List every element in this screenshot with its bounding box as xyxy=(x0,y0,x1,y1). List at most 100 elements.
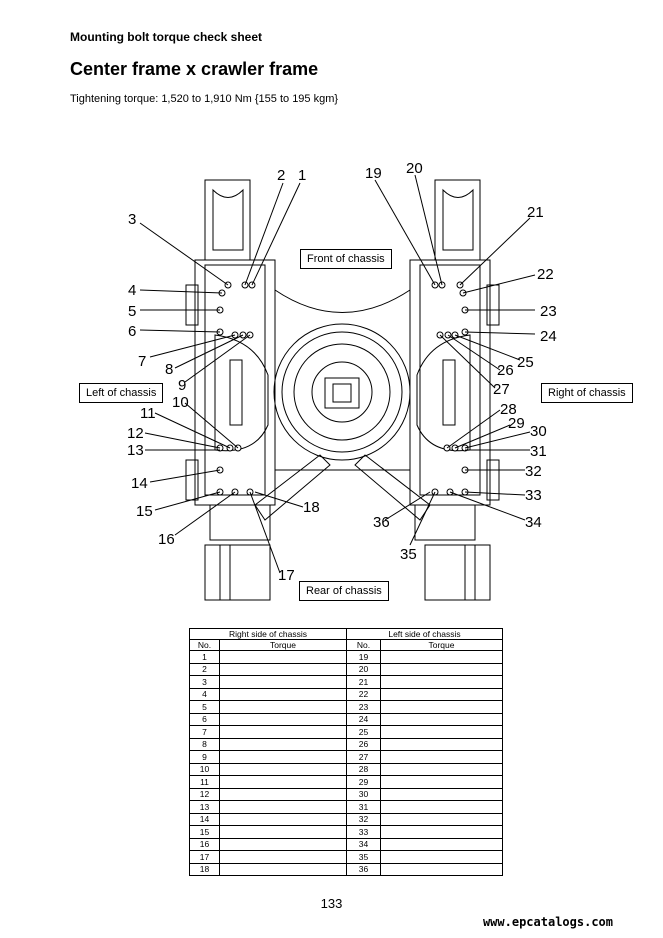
row-number: 27 xyxy=(346,750,381,764)
callout-26: 26 xyxy=(497,362,514,379)
callout-28: 28 xyxy=(500,401,517,418)
torque-entry-cell[interactable] xyxy=(380,800,503,814)
callout-1: 1 xyxy=(298,167,306,184)
col-header-no: No. xyxy=(189,639,220,651)
torque-entry-cell[interactable] xyxy=(219,825,347,839)
torque-entry-cell[interactable] xyxy=(380,737,503,751)
callout-35: 35 xyxy=(400,546,417,563)
col-header-torque: Torque xyxy=(219,639,347,651)
torque-entry-cell[interactable] xyxy=(219,837,347,851)
row-number: 16 xyxy=(189,837,220,851)
torque-entry-cell[interactable] xyxy=(219,700,347,714)
row-number: 12 xyxy=(189,787,220,801)
torque-entry-cell[interactable] xyxy=(380,712,503,726)
row-number: 24 xyxy=(346,712,381,726)
callout-2: 2 xyxy=(277,167,285,184)
torque-entry-cell[interactable] xyxy=(380,700,503,714)
torque-entry-cell[interactable] xyxy=(219,650,347,664)
torque-entry-cell[interactable] xyxy=(219,787,347,801)
row-number: 28 xyxy=(346,762,381,776)
row-number: 26 xyxy=(346,737,381,751)
center-frame xyxy=(274,289,411,471)
callout-16: 16 xyxy=(158,531,175,548)
torque-entry-cell[interactable] xyxy=(380,862,503,876)
callout-8: 8 xyxy=(165,361,173,378)
torque-entry-cell[interactable] xyxy=(380,825,503,839)
callout-12: 12 xyxy=(127,425,144,442)
left-upper-bracket xyxy=(204,179,251,261)
row-number: 2 xyxy=(189,662,220,676)
torque-entry-cell[interactable] xyxy=(380,812,503,826)
row-number: 10 xyxy=(189,762,220,776)
left-side-frame xyxy=(194,259,276,506)
page-number: 133 xyxy=(320,896,343,911)
torque-entry-cell[interactable] xyxy=(219,662,347,676)
callout-7: 7 xyxy=(138,353,146,370)
group-header-right-side: Right side of chassis xyxy=(189,628,347,640)
torque-entry-cell[interactable] xyxy=(380,687,503,701)
callout-20: 20 xyxy=(406,160,423,177)
torque-entry-cell[interactable] xyxy=(219,737,347,751)
callout-23: 23 xyxy=(540,303,557,320)
row-number: 15 xyxy=(189,825,220,839)
row-number: 11 xyxy=(189,775,220,789)
torque-check-table: Right side of chassis Left side of chass… xyxy=(189,628,503,876)
torque-entry-cell[interactable] xyxy=(380,837,503,851)
row-number: 22 xyxy=(346,687,381,701)
torque-entry-cell[interactable] xyxy=(380,750,503,764)
row-number: 9 xyxy=(189,750,220,764)
torque-entry-cell[interactable] xyxy=(380,650,503,664)
row-number: 32 xyxy=(346,812,381,826)
torque-entry-cell[interactable] xyxy=(219,750,347,764)
callout-30: 30 xyxy=(530,423,547,440)
row-number: 20 xyxy=(346,662,381,676)
row-number: 3 xyxy=(189,675,220,689)
torque-entry-cell[interactable] xyxy=(380,675,503,689)
table-row: 11 29 xyxy=(189,775,503,789)
callout-29: 29 xyxy=(508,415,525,432)
torque-entry-cell[interactable] xyxy=(380,662,503,676)
row-number: 29 xyxy=(346,775,381,789)
torque-entry-cell[interactable] xyxy=(380,762,503,776)
row-number: 7 xyxy=(189,725,220,739)
torque-entry-cell[interactable] xyxy=(380,850,503,864)
torque-entry-cell[interactable] xyxy=(380,725,503,739)
row-number: 31 xyxy=(346,800,381,814)
table-row: 9 27 xyxy=(189,750,503,764)
callout-11: 11 xyxy=(140,405,156,422)
callout-4: 4 xyxy=(128,282,136,299)
torque-entry-cell[interactable] xyxy=(219,675,347,689)
torque-entry-cell[interactable] xyxy=(219,762,347,776)
torque-entry-cell[interactable] xyxy=(219,775,347,789)
torque-entry-cell[interactable] xyxy=(219,687,347,701)
torque-entry-cell[interactable] xyxy=(219,800,347,814)
torque-entry-cell[interactable] xyxy=(219,862,347,876)
torque-entry-cell[interactable] xyxy=(219,725,347,739)
torque-entry-cell[interactable] xyxy=(219,850,347,864)
rear-arm-right xyxy=(354,454,431,521)
col-header-torque: Torque xyxy=(380,639,503,651)
row-number: 8 xyxy=(189,737,220,751)
callout-6: 6 xyxy=(128,323,136,340)
torque-entry-cell[interactable] xyxy=(219,812,347,826)
torque-entry-cell[interactable] xyxy=(380,787,503,801)
right-side-frame xyxy=(409,259,491,506)
swing-circle xyxy=(273,323,411,461)
callout-33: 33 xyxy=(525,487,542,504)
torque-entry-cell[interactable] xyxy=(380,775,503,789)
callout-10: 10 xyxy=(172,394,189,411)
torque-entry-cell[interactable] xyxy=(219,712,347,726)
row-number: 25 xyxy=(346,725,381,739)
row-number: 5 xyxy=(189,700,220,714)
